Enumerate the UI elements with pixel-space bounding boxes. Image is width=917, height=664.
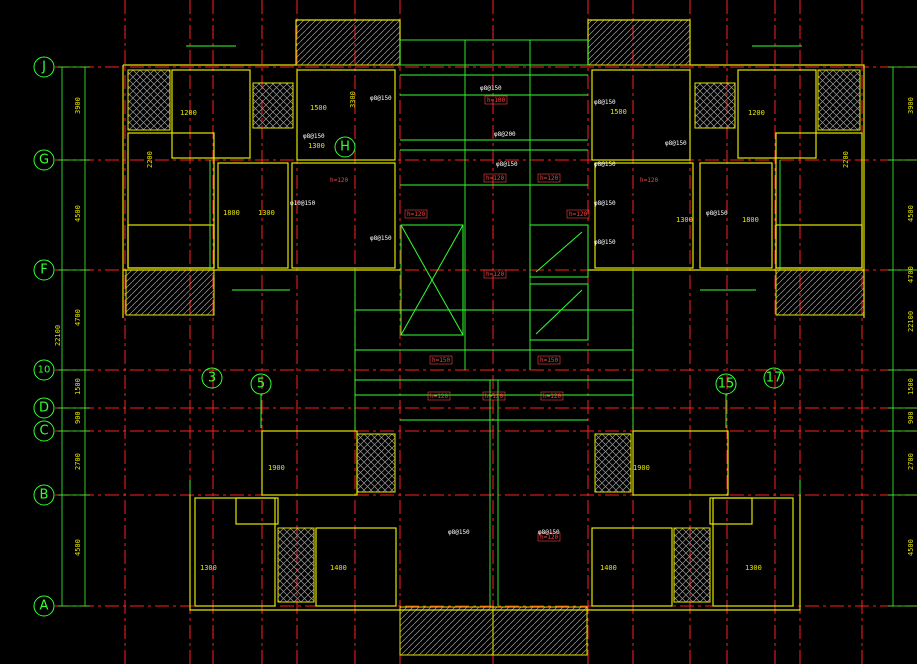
slab-label: h=120 [640,177,658,184]
beam-label: φ8@150 [370,95,392,102]
dim-right-5: 2700 [907,453,915,470]
column-marker-15: 15 [718,377,735,392]
beam-label: φ8@200 [494,131,516,138]
beam-label: φ8@150 [665,140,687,147]
beam-label: φ8@150 [496,161,518,168]
room-dimension-texts: 1200 1500 1500 1200 1300 1800 1300 1300 … [146,91,850,572]
beam-label: φ8@150 [448,529,470,536]
column-marker-5: 5 [257,377,265,392]
slab-label: h=120 [330,177,348,184]
slab-label: h=120 [486,175,504,182]
beam-label: φ8@150 [594,99,616,106]
room-dim: 1800 [223,209,240,217]
right-dimension-texts: 3900 4500 4700 22100 1500 900 2700 4500 [907,97,915,556]
left-dimension-texts: 3900 4500 4700 1500 900 2700 4500 22100 [54,97,82,556]
room-dim: 1300 [745,564,762,572]
dim-left-5: 2700 [74,453,82,470]
beam-label: φ8@150 [538,529,560,536]
column-marker-labels: 3 5 15 17 H [208,140,782,392]
room-dim: 2200 [842,151,850,168]
room-dim: 1200 [180,109,197,117]
dim-right-total: 22100 [907,311,915,332]
slab-label: h=120 [485,393,503,400]
beam-labels: φ8@150 φ8@150 φ8@150 φ8@200 φ8@150 φ8@15… [290,85,728,536]
room-dim: 1300 [200,564,217,572]
marker-H: H [340,140,350,155]
room-dim: 1500 [310,104,327,112]
dim-left-total: 22100 [54,325,62,346]
room-dim: 1400 [330,564,347,572]
room-dim: 1900 [633,464,650,472]
dim-right-0: 3900 [907,97,915,114]
slab-label: h=120 [486,271,504,278]
row-marker-A: A [40,599,49,614]
walls [122,19,865,611]
slab-label: h=120 [569,211,587,218]
room-dim: 1300 [308,142,325,150]
slab-label: h=120 [430,393,448,400]
slab-label-texts: h=100 h=120 h=120 h=120 h=120 h=120 h=15… [330,97,658,541]
room-dim: 1200 [748,109,765,117]
row-marker-labels: J G F 10 D C B A [38,60,51,614]
dim-right-4: 900 [907,411,915,424]
row-marker-F: F [40,263,47,278]
dim-right-6: 4500 [907,539,915,556]
column-marker-17: 17 [766,371,783,386]
dim-right-3: 1500 [907,378,915,395]
slab-label: h=120 [407,211,425,218]
room-dim: 2200 [146,151,154,168]
slab-label: h=120 [543,393,561,400]
slab-label: h=150 [432,357,450,364]
beam-label: φ8@150 [706,210,728,217]
beam-label: φ10@150 [290,200,316,207]
row-marker-G: G [39,153,49,168]
hatched-areas [125,19,865,656]
row-marker-C: C [39,424,48,439]
shafts [400,224,589,341]
beam-label: φ8@150 [594,161,616,168]
room-dim: 3300 [349,91,357,108]
dim-right-2: 4700 [907,266,915,283]
room-dim: 1400 [600,564,617,572]
slab-label: h=100 [487,97,505,104]
beam-label: φ8@150 [594,239,616,246]
column-marker-3: 3 [208,371,216,386]
beam-label: φ8@150 [480,85,502,92]
dim-left-2: 4700 [74,309,82,326]
dim-left-1: 4500 [74,205,82,222]
room-dim: 1300 [258,209,275,217]
slab-label: h=120 [540,175,558,182]
dim-left-3: 1500 [74,378,82,395]
room-dim: 1800 [742,216,759,224]
row-marker-J: J [41,60,46,75]
beam-label: φ8@150 [594,200,616,207]
beams [186,39,802,606]
left-dimension-chain [58,66,90,607]
dim-left-4: 900 [74,411,82,424]
dim-right-1: 4500 [907,205,915,222]
room-dim: 1500 [610,108,627,116]
dim-left-0: 3900 [74,97,82,114]
slab-labels [404,95,590,542]
right-dimension-chain [888,66,917,607]
slab-label: h=150 [540,357,558,364]
room-dim: 1300 [676,216,693,224]
beam-label: φ8@150 [303,133,325,140]
beam-label: φ8@150 [370,235,392,242]
row-marker-10: 10 [38,365,51,376]
column-markers [201,136,785,428]
slab-label: h=120 [540,534,558,541]
room-dim: 1900 [268,464,285,472]
axis-lines [55,0,917,664]
row-marker-B: B [40,488,49,503]
row-markers [33,56,55,617]
row-marker-D: D [39,401,49,416]
dim-left-6: 4500 [74,539,82,556]
